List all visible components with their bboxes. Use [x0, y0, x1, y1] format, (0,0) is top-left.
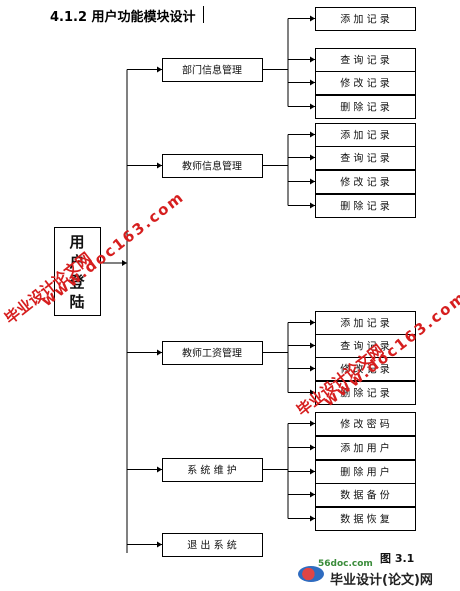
leaf-box-1-2-frame [315, 170, 416, 194]
module-box-4: 退 出 系 统 [162, 533, 263, 557]
leaf-box-2-3: 删 除 记 录 [315, 381, 416, 405]
leaf-box-3-4-label: 数 据 恢 复 [340, 513, 390, 526]
leaf-box-3-2: 删 除 用 户 [315, 460, 416, 484]
leaf-box-2-0-label: 添 加 记 录 [340, 317, 390, 330]
leaf-box-2-2: 修 改 记 录 [315, 357, 416, 381]
leaf-box-1-3: 删 除 记 录 [315, 194, 416, 218]
leaf-3-0-arrow [310, 420, 315, 427]
leaf-1-0-arrow [310, 131, 315, 138]
root-box: 用户登陆 [54, 227, 101, 316]
module-box-3-label: 系 统 维 护 [187, 464, 237, 477]
leaf-1-3-arrow [310, 202, 315, 209]
leaf-box-0-2-frame [315, 71, 416, 95]
leaf-3-1-arrow [310, 444, 315, 451]
module-box-3: 系 统 维 护 [162, 458, 263, 482]
leaf-box-1-1: 查 询 记 录 [315, 146, 416, 170]
module-box-4-frame [162, 533, 263, 557]
leaf-box-3-3-frame [315, 483, 416, 507]
root-label: 用户登陆 [68, 233, 85, 311]
module-box-0-label: 部门信息管理 [182, 64, 242, 77]
leaf-box-2-1: 查 询 记 录 [315, 334, 416, 358]
leaf-box-1-2-label: 修 改 记 录 [340, 176, 390, 189]
leaf-box-3-3: 数 据 备 份 [315, 483, 416, 507]
leaf-0-0-arrow [310, 15, 315, 22]
leaf-3-2-arrow [310, 468, 315, 475]
leaf-box-3-2-label: 删 除 用 户 [340, 466, 390, 479]
leaf-box-2-3-frame [315, 381, 416, 405]
leaf-box-3-0-label: 修 改 密 码 [340, 418, 390, 431]
text-cursor [203, 6, 204, 23]
leaf-box-0-0-frame [315, 7, 416, 31]
leaf-box-0-2: 修 改 记 录 [315, 71, 416, 95]
leaf-0-1-arrow [310, 56, 315, 63]
leaf-0-2-arrow [310, 79, 315, 86]
leaf-box-1-1-frame [315, 146, 416, 170]
leaf-box-2-1-label: 查 询 记 录 [340, 340, 390, 353]
leaf-box-3-0-frame [315, 412, 416, 436]
leaf-box-2-3-label: 删 除 记 录 [340, 387, 390, 400]
figure-caption: 图 3.1 [380, 552, 415, 565]
leaf-box-1-2: 修 改 记 录 [315, 170, 416, 194]
module-4-arrow [157, 541, 162, 548]
leaf-box-1-3-label: 删 除 记 录 [340, 200, 390, 213]
leaf-2-0-arrow [310, 319, 315, 326]
module-box-1-label: 教师信息管理 [182, 160, 242, 173]
leaf-box-0-1-label: 查 询 记 录 [340, 54, 390, 67]
leaf-box-0-0: 添 加 记 录 [315, 7, 416, 31]
leaf-2-2-arrow [310, 365, 315, 372]
module-1-arrow [157, 162, 162, 169]
leaf-0-3-arrow [310, 103, 315, 110]
logo-mark-icon [298, 566, 324, 582]
leaf-box-2-2-label: 修 改 记 录 [340, 363, 390, 376]
leaf-box-0-1: 查 询 记 录 [315, 48, 416, 72]
leaf-box-0-3-frame [315, 95, 416, 119]
logo-url: 56doc.com [318, 559, 373, 569]
leaf-2-1-arrow [310, 342, 315, 349]
logo-text: 毕业设计(论文)网 [330, 573, 433, 588]
leaf-box-0-0-label: 添 加 记 录 [340, 13, 390, 26]
leaf-box-3-4: 数 据 恢 复 [315, 507, 416, 531]
leaf-3-3-arrow [310, 491, 315, 498]
leaf-box-3-3-label: 数 据 备 份 [340, 489, 390, 502]
leaf-1-2-arrow [310, 178, 315, 185]
leaf-box-0-3: 删 除 记 录 [315, 95, 416, 119]
module-box-4-label: 退 出 系 统 [187, 539, 237, 552]
leaf-box-1-3-frame [315, 194, 416, 218]
root-arrow [122, 260, 127, 266]
leaf-box-3-1: 添 加 用 户 [315, 436, 416, 460]
module-box-2: 教师工资管理 [162, 341, 263, 365]
leaf-3-4-arrow [310, 515, 315, 522]
leaf-box-3-1-label: 添 加 用 户 [340, 442, 390, 455]
leaf-box-0-2-label: 修 改 记 录 [340, 77, 390, 90]
leaf-box-1-1-label: 查 询 记 录 [340, 152, 390, 165]
leaf-box-2-0: 添 加 记 录 [315, 311, 416, 335]
leaf-box-1-0-label: 添 加 记 录 [340, 129, 390, 142]
leaf-box-3-1-frame [315, 436, 416, 460]
module-3-arrow [157, 466, 162, 473]
module-box-0: 部门信息管理 [162, 58, 263, 82]
section-heading: 4.1.2 用户功能模块设计 [50, 10, 196, 25]
leaf-2-3-arrow [310, 389, 315, 396]
module-0-arrow [157, 66, 162, 73]
leaf-box-0-3-label: 删 除 记 录 [340, 101, 390, 114]
module-2-arrow [157, 349, 162, 356]
root-box-frame [54, 227, 101, 316]
leaf-box-3-4-frame [315, 507, 416, 531]
leaf-box-3-0: 修 改 密 码 [315, 412, 416, 436]
module-box-2-label: 教师工资管理 [182, 347, 242, 360]
leaf-box-2-2-frame [315, 357, 416, 381]
leaf-box-1-0: 添 加 记 录 [315, 123, 416, 147]
leaf-1-1-arrow [310, 154, 315, 161]
module-box-1: 教师信息管理 [162, 154, 263, 178]
